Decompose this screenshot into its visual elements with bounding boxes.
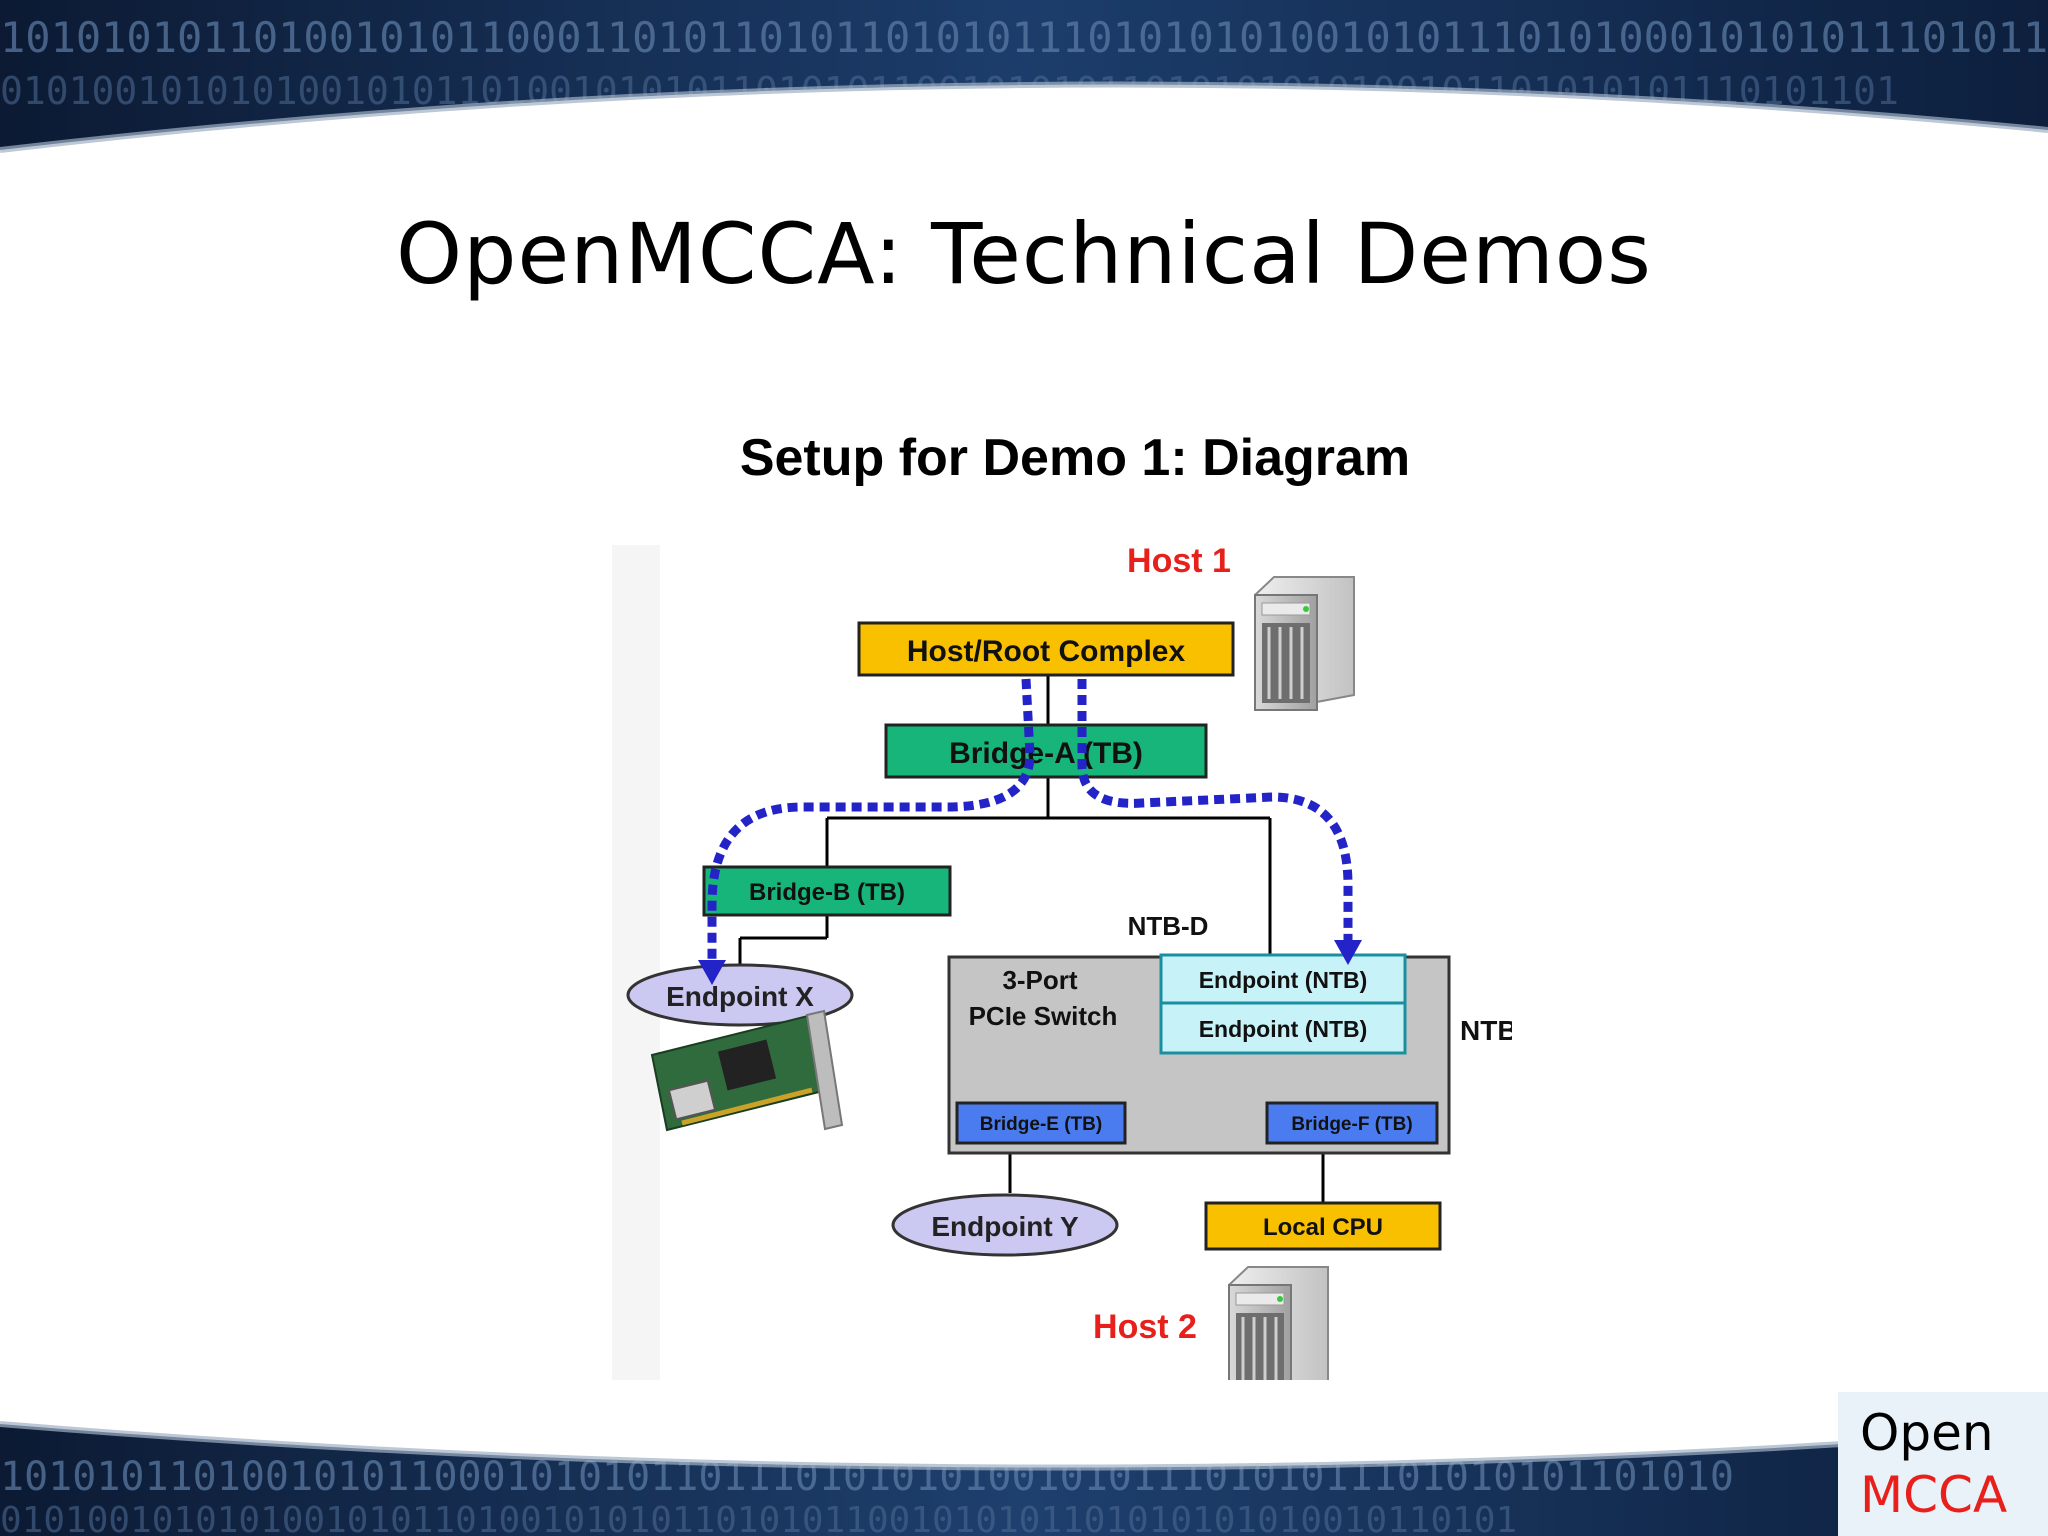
bridge-f-box (1265, 1101, 1439, 1145)
logo-line-mcca: MCCA (1860, 1466, 2008, 1524)
arrow-head-endpoint-x (698, 960, 726, 985)
bridge-e-label: Bridge-E (TB) (980, 1114, 1102, 1135)
server-tower-icon (1254, 576, 1355, 711)
host-root-complex-box (857, 621, 1235, 677)
svg-text:101010101101001010110001101011: 1010101011010010101100011010110101101010… (0, 13, 2048, 62)
svg-text:010100101010100101011010010101: 0101001010101001010110100101010110101011… (0, 1500, 1517, 1536)
network-card-icon (650, 1009, 844, 1132)
host-root-complex-label: Host/Root Complex (907, 635, 1186, 668)
endpoint-ntb-2-label: Endpoint (NTB) (1199, 1016, 1368, 1042)
endpoint-x-label: Endpoint X (666, 981, 814, 1012)
endpoint-x-ellipse (626, 963, 854, 1027)
endpoint-y-ellipse (891, 1193, 1119, 1257)
flow-path-to-ntb (1077, 679, 1353, 945)
logo-line-open: Open (1860, 1404, 1994, 1462)
pcie-diagram: Host/Root Complex Bridge-A (TB) Bridge-B… (612, 542, 1546, 1415)
endpoint-y-label: Endpoint Y (931, 1211, 1079, 1242)
flow-path-to-endpoint-x (707, 678, 1035, 965)
bridge-f-label: Bridge-F (TB) (1291, 1114, 1412, 1135)
bridge-e-box (955, 1101, 1127, 1145)
endpoint-ntb-1-label: Endpoint (NTB) (1199, 967, 1368, 993)
arrow-head-ntb (1334, 940, 1362, 965)
local-cpu-label: Local CPU (1263, 1214, 1383, 1241)
local-cpu-box (1204, 1201, 1442, 1251)
slide-title: OpenMCCA: Technical Demos (396, 205, 1652, 303)
switch-label-line1: 3-Port (1002, 965, 1077, 995)
bridge-a-label: Bridge-A (TB) (949, 737, 1143, 770)
ntb-d-label: NTB-D (1128, 911, 1209, 941)
endpoint-ntb-1-box (1159, 953, 1407, 1005)
host2-label: Host 2 (1093, 1308, 1197, 1346)
ntb-e-label: NTB-E (1460, 1015, 1512, 1046)
host1-label: Host 1 (1127, 545, 1231, 580)
top-banner: 1010101011010010101100011010110101101010… (0, 0, 2048, 190)
bridge-b-box (702, 865, 952, 917)
switch-label-line2: PCIe Switch (969, 1001, 1118, 1031)
bottom-banner: 1010101101001010110001010101101110101010… (0, 1380, 2048, 1536)
bridge-b-label: Bridge-B (TB) (749, 879, 905, 906)
openmcca-logo: Open MCCA (1838, 1392, 2048, 1536)
bridge-a-box (884, 723, 1208, 779)
slide-subtitle: Setup for Demo 1: Diagram (739, 429, 1411, 487)
endpoint-ntb-2-box (1159, 1001, 1407, 1055)
